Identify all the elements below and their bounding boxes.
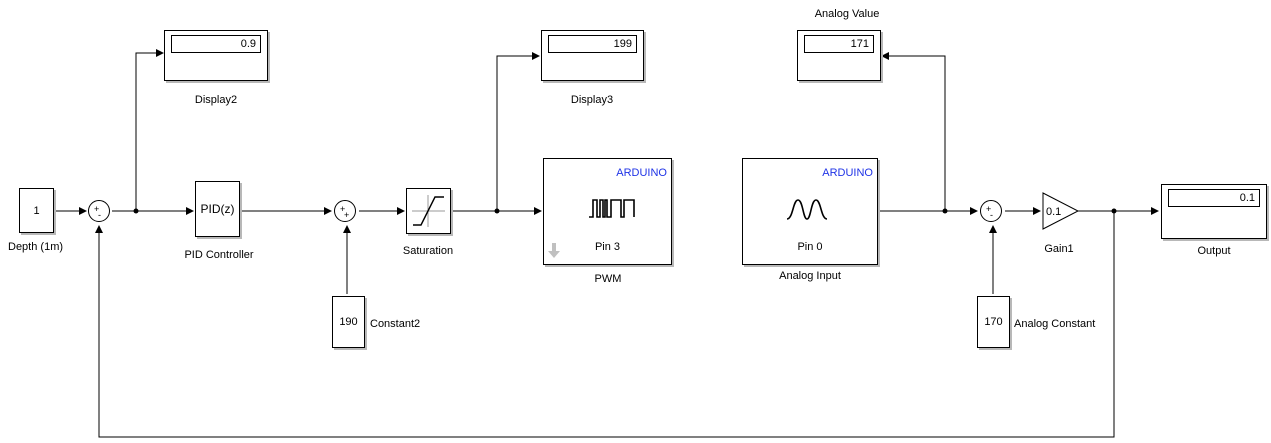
wire-feedback xyxy=(95,211,1115,438)
wire-branch-display2 xyxy=(135,49,164,211)
sum-block-2[interactable]: + + xyxy=(334,200,356,222)
constant2-value: 190 xyxy=(339,316,358,328)
constant2-block[interactable]: 190 xyxy=(332,296,365,348)
junction-2 xyxy=(494,208,500,214)
analog-wave-icon xyxy=(786,199,828,220)
junction-4 xyxy=(1111,208,1117,214)
sum1-minus-sign: - xyxy=(98,210,101,220)
depth-constant-block[interactable]: 1 xyxy=(19,188,54,233)
sum2-plus-top: + xyxy=(340,204,346,214)
output-label: Output xyxy=(1197,245,1231,257)
display3-block[interactable]: 199 xyxy=(541,30,644,81)
depth-label: Depth (1m) xyxy=(8,241,64,253)
sum3-minus-sign: - xyxy=(990,210,993,220)
analog-value-value: 171 xyxy=(804,35,874,53)
analog-value-label: Analog Value xyxy=(814,8,880,20)
gain1-block[interactable] xyxy=(1040,191,1082,231)
sum1-plus-sign: + xyxy=(94,204,100,214)
pwm-pin: Pin 3 xyxy=(594,241,621,253)
saturation-icon xyxy=(412,195,445,227)
pid-text: PID(z) xyxy=(200,202,235,216)
junction-1 xyxy=(133,208,139,214)
wire-branch-display3 xyxy=(496,52,540,211)
pid-controller-block[interactable]: PID(z) xyxy=(195,181,240,237)
sum-block-3[interactable]: + - xyxy=(980,200,1002,222)
sum3-plus-sign: + xyxy=(986,204,992,214)
display3-value: 199 xyxy=(548,35,637,53)
analog-constant-block[interactable]: 170 xyxy=(977,296,1010,348)
analog-input-arduino-brand: ARDUINO xyxy=(822,167,873,179)
saturation-label: Saturation xyxy=(402,245,454,257)
analog-input-label: Analog Input xyxy=(779,270,841,282)
sum-block-1[interactable]: + - xyxy=(88,200,110,222)
display2-label: Display2 xyxy=(194,94,238,106)
pid-label: PID Controller xyxy=(184,249,254,261)
saturation-block[interactable] xyxy=(406,188,451,234)
pwm-square-wave-icon xyxy=(589,199,635,218)
display2-value: 0.9 xyxy=(171,35,261,53)
display3-label: Display3 xyxy=(570,94,614,106)
pwm-arduino-brand: ARDUINO xyxy=(616,167,667,179)
analog-value-block[interactable]: 171 xyxy=(797,30,881,81)
analog-constant-label: Analog Constant xyxy=(1014,318,1096,330)
junction-3 xyxy=(942,208,948,214)
constant2-label: Constant2 xyxy=(370,318,421,330)
analog-input-pin: Pin 0 xyxy=(797,241,823,253)
arrow-down-icon xyxy=(548,243,560,258)
gain1-label: Gain1 xyxy=(1044,243,1074,255)
analog-constant-value: 170 xyxy=(984,316,1003,328)
gain1-value: 0.1 xyxy=(1046,206,1062,218)
pwm-block[interactable]: ARDUINO Pin 3 xyxy=(543,158,672,265)
output-block[interactable]: 0.1 xyxy=(1161,184,1267,239)
sum2-plus-bottom: + xyxy=(344,210,350,220)
output-value: 0.1 xyxy=(1168,189,1260,207)
display2-block[interactable]: 0.9 xyxy=(164,30,268,81)
wire-branch-analog-value xyxy=(881,52,946,211)
analog-input-block[interactable]: ARDUINO Pin 0 xyxy=(742,158,878,265)
depth-value: 1 xyxy=(33,204,40,217)
pwm-label: PWM xyxy=(594,273,622,285)
